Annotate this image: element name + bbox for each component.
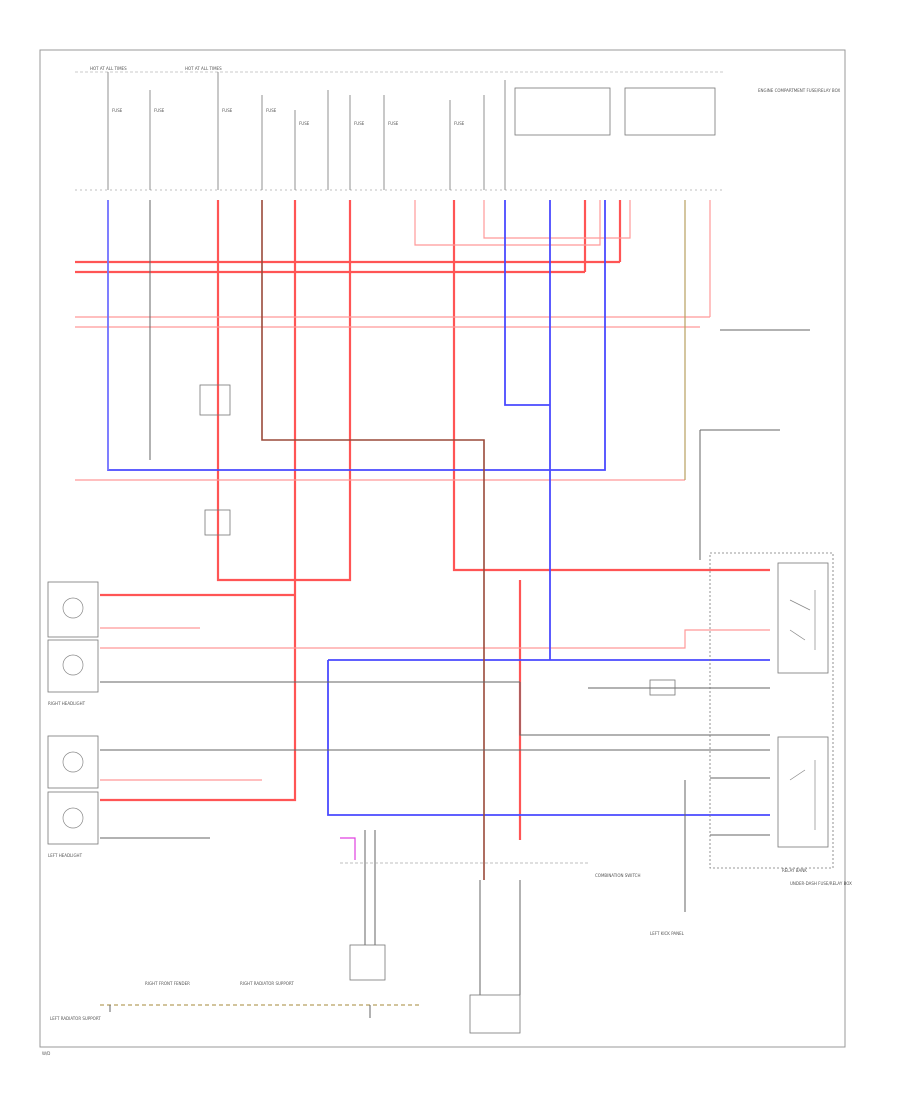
hot-label-2: HOT AT ALL TIMES xyxy=(185,66,222,71)
relay-bank-label: RELAY BANK xyxy=(782,868,807,873)
component-box-3 xyxy=(349,944,386,981)
component-box-5 xyxy=(649,679,676,696)
fuse-label-3: FUSE xyxy=(222,108,233,113)
bulb-icon xyxy=(62,597,84,619)
red-wires xyxy=(75,200,770,840)
fuse-label-7: FUSE xyxy=(388,121,399,126)
bulb-icon xyxy=(62,751,84,773)
olive-wires xyxy=(100,200,686,1006)
fuse-label-6: FUSE xyxy=(354,121,365,126)
switch-label: COMBINATION SWITCH xyxy=(595,873,640,878)
component-box-4 xyxy=(469,994,521,1034)
ground-label-3: RIGHT RADIATOR SUPPORT xyxy=(240,981,294,986)
fuse-label-5: FUSE xyxy=(299,121,310,126)
blue-wires xyxy=(107,200,770,816)
footer-label: W/D xyxy=(42,1051,50,1056)
black-wires xyxy=(100,200,810,995)
ground-label-2: RIGHT FRONT FENDER xyxy=(145,981,190,986)
magenta-wires xyxy=(340,837,356,860)
component-box-2 xyxy=(204,509,231,536)
ground-icon xyxy=(109,900,686,1018)
fuse-label-2: FUSE xyxy=(154,108,165,113)
fuse-label-1: FUSE xyxy=(112,108,123,113)
hot-label-1: HOT AT ALL TIMES xyxy=(90,66,127,71)
relay-1 xyxy=(777,562,829,674)
component-box-1 xyxy=(199,384,231,416)
ground-label-4: LEFT KICK PANEL xyxy=(650,931,685,936)
bulb-icon xyxy=(62,654,84,676)
relay-box-1 xyxy=(514,87,611,136)
relay-1-contact xyxy=(789,590,816,650)
fuse-label-4: FUSE xyxy=(266,108,277,113)
relay-box-2 xyxy=(624,87,716,136)
relay-2-contact xyxy=(789,760,816,830)
under-dash-label: UNDER-DASH FUSE/RELAY BOX xyxy=(790,881,852,886)
right-headlight-high xyxy=(47,581,99,638)
left-headlight-low xyxy=(47,791,99,845)
pink-wires xyxy=(75,200,770,781)
relay-bank xyxy=(709,552,834,869)
right-headlight-low xyxy=(47,639,99,693)
left-headlight-label: LEFT HEADLIGHT xyxy=(48,853,83,858)
relay-box-label: ENGINE COMPARTMENT FUSE/RELAY BOX xyxy=(758,88,840,93)
ground-label-1: LEFT RADIATOR SUPPORT xyxy=(50,1016,101,1021)
fuse-stubs xyxy=(107,72,506,190)
relay-2 xyxy=(777,736,829,848)
right-headlight-label: RIGHT HEADLIGHT xyxy=(48,701,86,706)
fuse-label-8: FUSE xyxy=(454,121,465,126)
brown-wires xyxy=(261,200,485,880)
left-headlight-high xyxy=(47,735,99,789)
bulb-icon xyxy=(62,807,84,829)
diagram-frame xyxy=(39,49,846,1048)
